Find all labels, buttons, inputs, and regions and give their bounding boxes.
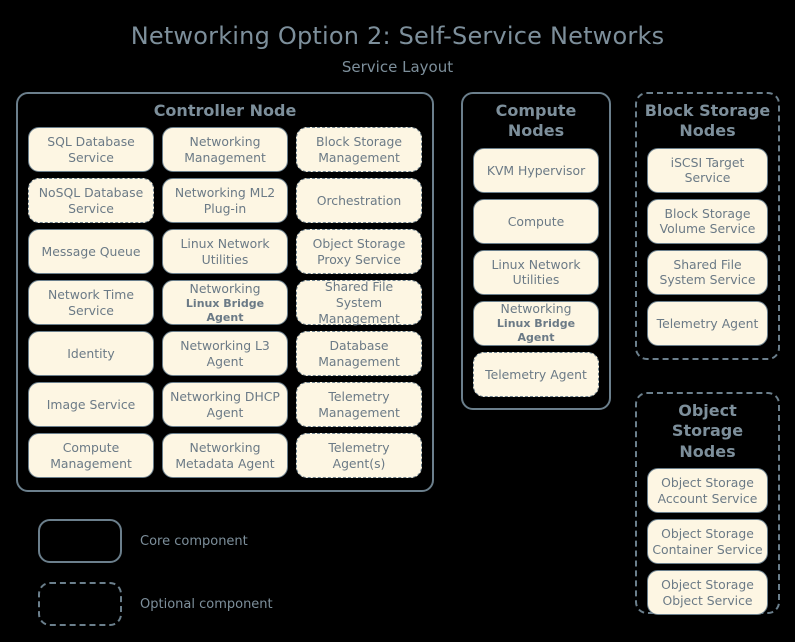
service-box[interactable]: Networking L3 Agent [162, 331, 288, 377]
legend-optional-row: Optional component [38, 582, 273, 626]
service-box-label: Block Storage Volume Service [659, 205, 756, 237]
service-box[interactable]: Networking DHCP Agent [162, 382, 288, 428]
service-box-label: Compute Management [50, 440, 132, 471]
service-box-label: Networking ML2 Plug-in [174, 185, 276, 216]
service-box[interactable]: Object Storage Proxy Service [296, 229, 422, 275]
service-box[interactable]: Block Storage Management [296, 127, 422, 173]
service-box-label: Object Storage Proxy Service [312, 236, 406, 267]
service-box-label: Telemetry Agent [485, 366, 587, 382]
service-box[interactable]: Image Service [28, 382, 154, 428]
legend-optional-label: Optional component [140, 596, 273, 612]
legend-core-label: Core component [140, 533, 248, 549]
service-box-label: Networking DHCP Agent [170, 389, 280, 420]
service-box-label: Message Queue [41, 244, 141, 260]
service-box-label: Networking L3 Agent [180, 338, 270, 369]
service-box[interactable]: Telemetry Agent [473, 351, 599, 397]
service-box-label: Image Service [46, 397, 136, 413]
service-box-label: Linux Network Utilities [491, 256, 581, 288]
service-box-label: Identity [67, 346, 115, 362]
service-box-label: Telemetry Management [318, 389, 400, 420]
service-box-label: Compute [507, 213, 565, 229]
legend-core-swatch [38, 519, 122, 563]
service-box-label: SQL Database Service [47, 134, 135, 165]
service-box-label: Object Storage Account Service [657, 475, 758, 506]
object-storage-nodes-title: Object Storage Nodes [671, 401, 744, 461]
service-box-label: Network Time Service [48, 287, 134, 318]
service-box[interactable]: NoSQL Database Service [28, 178, 154, 224]
service-box[interactable]: Shared File System Management [296, 279, 422, 326]
service-box-label: Networking Metadata Agent [175, 440, 275, 471]
service-box[interactable]: Object Storage Object Service [647, 570, 768, 616]
service-box-label: Telemetry Agent [656, 315, 759, 331]
service-box-label: Shared File System Management [318, 279, 400, 326]
block-storage-nodes-container: Block Storage Nodes iSCSI Target Service… [635, 92, 780, 360]
page-subtitle: Service Layout [341, 58, 454, 76]
service-box[interactable]: Identity [28, 331, 154, 377]
service-box[interactable]: Telemetry Agent [647, 300, 768, 346]
service-box-label: KVM Hypervisor [486, 162, 586, 178]
service-box[interactable]: Networking Metadata Agent [162, 433, 288, 479]
service-box-label: Object Storage Container Service [652, 526, 763, 557]
service-box[interactable]: Object Storage Account Service [647, 468, 768, 514]
service-box[interactable]: Shared File System Service [647, 249, 768, 295]
service-box[interactable]: Networking Management [162, 127, 288, 173]
service-box[interactable]: Networking ML2 Plug-in [162, 178, 288, 224]
service-box-label: Orchestration [316, 193, 402, 209]
service-box[interactable]: Orchestration [296, 178, 422, 224]
service-box[interactable]: iSCSI Target Service [647, 147, 768, 193]
service-box-label: Telemetry Agent(s) [328, 440, 390, 471]
service-box-label: Block Storage Management [316, 134, 402, 165]
service-box[interactable]: SQL Database Service [28, 127, 154, 173]
service-box[interactable]: Network Time Service [28, 280, 154, 326]
service-box-label: Object Storage Object Service [661, 577, 754, 608]
controller-node-services: SQL Database Service Networking Managemen… [18, 127, 432, 492]
service-box-label: Networking Management [184, 134, 266, 165]
service-box[interactable]: Object Storage Container Service [647, 519, 768, 565]
service-box[interactable]: Linux Network Utilities [473, 249, 599, 295]
service-box-label: Networking [189, 280, 261, 296]
service-box[interactable]: Compute Management [28, 433, 154, 479]
service-box[interactable]: Compute [473, 198, 599, 244]
service-box-label: iSCSI Target Service [670, 154, 745, 186]
service-box-label: NoSQL Database Service [38, 185, 144, 216]
service-box-label: Shared File System Service [659, 256, 756, 288]
service-box[interactable]: Database Management [296, 331, 422, 377]
service-box-sublabel: Linux Bridge Agent [185, 296, 265, 324]
service-box[interactable]: KVM Hypervisor [473, 147, 599, 193]
page-title: Networking Option 2: Self-Service Networ… [130, 22, 665, 50]
controller-node-title: Controller Node [153, 101, 297, 120]
service-box-label: Database Management [318, 338, 400, 369]
legend-optional-swatch [38, 582, 122, 626]
service-box-label: Linux Network Utilities [180, 236, 270, 267]
service-box[interactable]: Telemetry Agent(s) [296, 433, 422, 479]
service-box-label: Networking [500, 301, 572, 317]
service-box[interactable]: Linux Network Utilities [162, 229, 288, 275]
object-storage-nodes-container: Object Storage Nodes Object Storage Acco… [635, 392, 780, 616]
compute-nodes-title: Compute Nodes [495, 101, 577, 141]
service-box[interactable]: Message Queue [28, 229, 154, 275]
block-storage-nodes-title: Block Storage Nodes [644, 101, 771, 141]
service-box[interactable]: Block Storage Volume Service [647, 198, 768, 244]
service-box-sublabel: Linux Bridge Agent [496, 317, 576, 345]
legend-core-row: Core component [38, 519, 248, 563]
service-box[interactable]: Telemetry Management [296, 382, 422, 428]
